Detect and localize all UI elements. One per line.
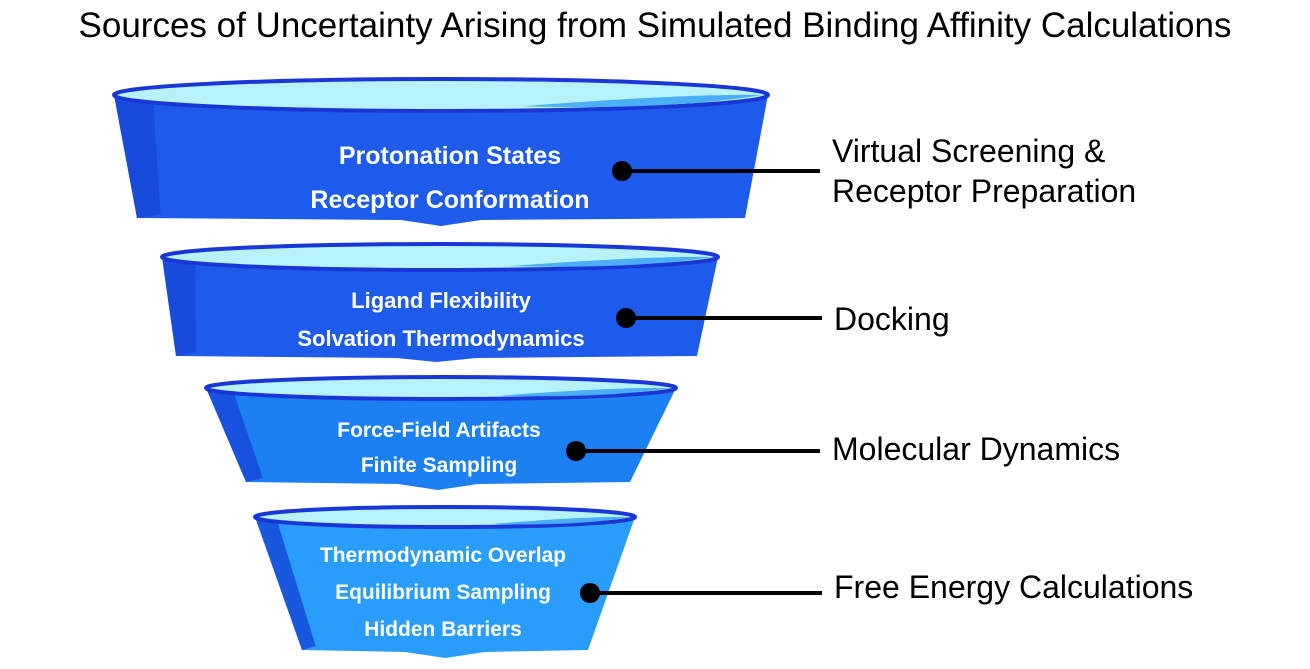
tier-4-line-2: Equilibrium Sampling <box>335 581 551 604</box>
tier-1-rim-inner <box>522 94 762 108</box>
tier-2-left-shade <box>162 257 197 356</box>
tier-4-rim-inner <box>492 516 629 525</box>
diagram-title: Sources of Uncertainty Arising from Simu… <box>78 6 1232 45</box>
tier-3-rim-inner <box>499 387 670 397</box>
tier-4-body <box>255 517 635 658</box>
tier-2: Ligand Flexibility Solvation Thermodynam… <box>160 242 950 362</box>
tier-3-rim <box>204 375 678 401</box>
tier-2-rim-inner <box>509 256 712 267</box>
stage-label-3-line-1: Molecular Dynamics <box>832 431 1120 467</box>
tier-1-line-2: Receptor Conformation <box>310 186 589 214</box>
tier-2-line-2: Solvation Thermodynamics <box>297 326 584 351</box>
tier-2-rim <box>160 242 720 272</box>
tier-3-line-2: Finite Sampling <box>361 454 517 477</box>
tier-1-connector-dot <box>612 161 632 181</box>
tier-1-body <box>114 95 768 226</box>
tier-4-line-3: Hidden Barriers <box>364 618 522 641</box>
tier-4-left-shade <box>255 517 316 650</box>
tier-3-connector-dot <box>566 441 586 461</box>
tier-3-body <box>206 388 676 490</box>
tier-2-line-1: Ligand Flexibility <box>351 288 531 313</box>
tier-1: Protonation States Receptor Conformation… <box>112 77 1136 226</box>
tier-3: Force-Field Artifacts Finite Sampling Mo… <box>204 375 1120 490</box>
tier-4: Thermodynamic Overlap Equilibrium Sampli… <box>253 505 1193 658</box>
tier-3-line-1: Force-Field Artifacts <box>337 419 540 442</box>
tier-4-connector-dot <box>580 583 600 603</box>
stage-label-4-line-1: Free Energy Calculations <box>834 569 1193 605</box>
tier-4-line-1: Thermodynamic Overlap <box>320 544 566 567</box>
stage-label-1-line-1: Virtual Screening & <box>832 133 1105 169</box>
tier-2-connector-dot <box>616 308 636 328</box>
tier-4-rim <box>253 505 637 529</box>
stage-label-2-line-1: Docking <box>834 301 950 337</box>
tier-1-left-shade <box>114 95 161 218</box>
tier-1-line-1: Protonation States <box>339 142 561 170</box>
tier-2-body <box>162 257 718 362</box>
tier-1-rim <box>112 77 770 113</box>
stage-label-1-line-2: Receptor Preparation <box>832 173 1136 209</box>
tier-3-left-shade <box>206 388 263 482</box>
